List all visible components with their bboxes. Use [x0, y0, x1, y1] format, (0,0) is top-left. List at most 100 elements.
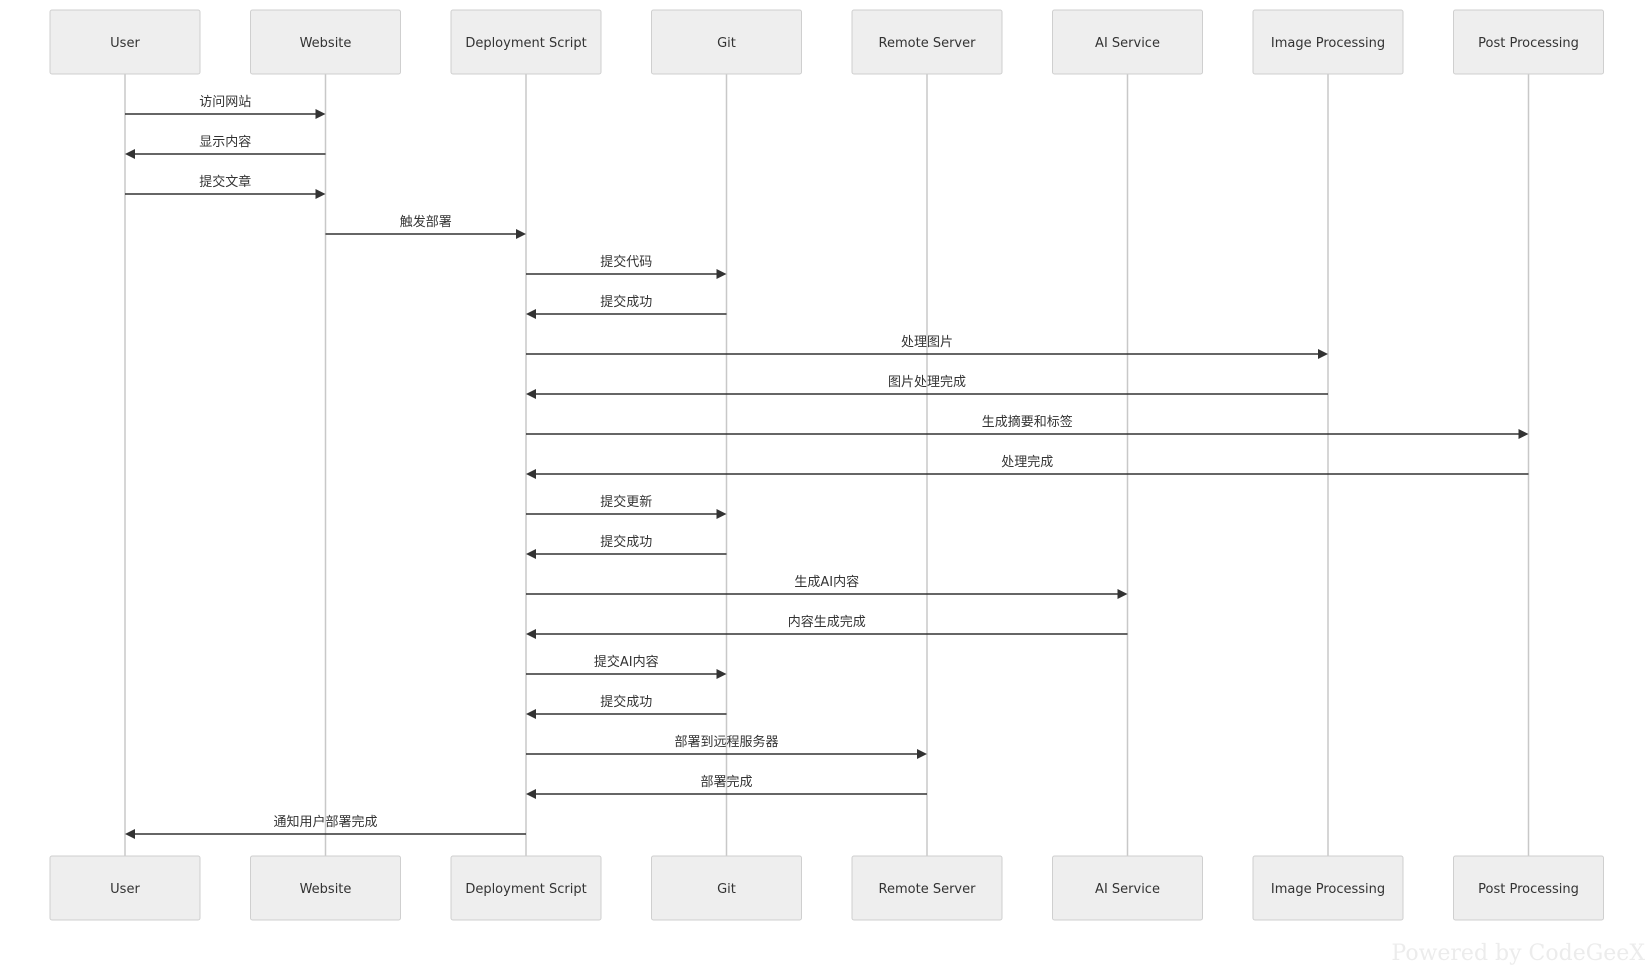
actor-box: [851, 9, 1003, 75]
arrowhead: [526, 709, 536, 719]
message-label: 显示内容: [199, 134, 251, 150]
actor-website-top: Website: [250, 9, 401, 75]
actor-ai-top: AI Service: [1052, 9, 1203, 75]
arrowhead: [1117, 589, 1128, 599]
message-5: 提交代码: [526, 254, 727, 279]
watermark: Powered by CodeGeeX: [1391, 941, 1645, 966]
arrowhead: [125, 149, 135, 159]
message-14: 内容生成完成: [526, 614, 1128, 639]
actor-box: [1453, 9, 1604, 75]
actor-label: Post Processing: [1478, 882, 1579, 897]
message-6: 提交成功: [526, 294, 727, 319]
actor-label: Git: [717, 36, 736, 51]
actor-label: Remote Server: [879, 36, 977, 51]
message-17: 部署到远程服务器: [526, 734, 927, 759]
actor-box: [1453, 855, 1604, 921]
actor-box: [49, 855, 201, 921]
actor-ai-bottom: AI Service: [1052, 855, 1203, 921]
actor-label: Deployment Script: [465, 36, 586, 51]
actor-label: User: [110, 882, 140, 897]
message-label: 部署到远程服务器: [674, 734, 778, 750]
actor-box: [450, 9, 602, 75]
actor-label: Remote Server: [879, 882, 977, 897]
message-16: 提交成功: [526, 694, 727, 719]
arrowhead: [315, 189, 326, 199]
actors-bottom: User Website Deployment Script Git Remote Se…: [49, 855, 1604, 921]
actor-box: [450, 855, 602, 921]
message-label: 提交更新: [600, 494, 652, 510]
actor-label: Website: [300, 882, 352, 897]
actor-website-bottom: Website: [250, 855, 401, 921]
actor-label: Deployment Script: [465, 882, 586, 897]
actor-remote-bottom: Remote Server: [851, 855, 1003, 921]
message-label: 生成AI内容: [794, 574, 859, 590]
actor-deploy-bottom: Deployment Script: [450, 855, 602, 921]
message-label: 提交成功: [600, 694, 652, 710]
messages: 访问网站显示内容提交文章触发部署提交代码提交成功处理图片图片处理完成生成摘要和标…: [125, 95, 1529, 839]
message-label: 触发部署: [400, 214, 452, 230]
arrowhead: [917, 749, 927, 759]
message-label: 生成摘要和标签: [982, 414, 1073, 430]
message-15: 提交AI内容: [526, 654, 727, 679]
arrowhead: [526, 549, 536, 559]
message-12: 提交成功: [526, 534, 727, 559]
message-2: 显示内容: [125, 134, 326, 159]
actor-box: [250, 855, 401, 921]
arrowhead: [716, 269, 727, 279]
message-label: 部署完成: [700, 775, 752, 790]
actor-box: [651, 9, 802, 75]
actor-label: Website: [300, 36, 352, 51]
actor-deploy-top: Deployment Script: [450, 9, 602, 75]
message-18: 部署完成: [526, 775, 927, 799]
arrowhead: [526, 469, 536, 479]
arrowhead: [315, 109, 326, 119]
actor-box: [250, 9, 401, 75]
arrowhead: [526, 789, 536, 799]
arrowhead: [125, 829, 135, 839]
actor-label: User: [110, 36, 140, 51]
lifelines: [124, 74, 1530, 856]
actor-user-top: User: [49, 9, 201, 75]
arrowhead: [526, 389, 536, 399]
arrowhead: [526, 629, 536, 639]
arrowhead: [1518, 429, 1529, 439]
message-7: 处理图片: [526, 335, 1328, 359]
actor-label: Git: [717, 882, 736, 897]
actor-box: [851, 855, 1003, 921]
arrowhead: [516, 229, 526, 239]
message-label: 内容生成完成: [788, 614, 866, 630]
actor-label: Image Processing: [1271, 882, 1385, 897]
message-13: 生成AI内容: [526, 574, 1128, 599]
actor-remote-top: Remote Server: [851, 9, 1003, 75]
arrowhead: [716, 509, 727, 519]
message-label: 访问网站: [199, 95, 251, 110]
message-19: 通知用户部署完成: [125, 814, 526, 839]
actor-label: Image Processing: [1271, 36, 1385, 51]
actor-git-bottom: Git: [651, 855, 802, 921]
message-3: 提交文章: [125, 174, 326, 199]
actor-box: [651, 855, 802, 921]
message-10: 处理完成: [526, 455, 1529, 479]
arrowhead: [526, 309, 536, 319]
arrowhead: [1318, 349, 1328, 359]
message-label: 处理图片: [901, 335, 953, 350]
message-label: 提交成功: [600, 534, 652, 550]
message-11: 提交更新: [526, 494, 727, 519]
actor-label: AI Service: [1095, 882, 1160, 897]
actor-label: Post Processing: [1478, 36, 1579, 51]
message-label: 提交AI内容: [594, 654, 659, 670]
message-9: 生成摘要和标签: [526, 414, 1529, 439]
actor-box: [1252, 855, 1404, 921]
message-label: 提交代码: [600, 254, 652, 270]
actors-top: User Website Deployment Script Git Remote Se…: [49, 9, 1604, 75]
message-label: 通知用户部署完成: [273, 814, 377, 830]
actor-box: [1252, 9, 1404, 75]
actor-img-top: Image Processing: [1252, 9, 1404, 75]
message-4: 触发部署: [325, 214, 526, 239]
message-label: 提交文章: [199, 174, 251, 190]
actor-user-bottom: User: [49, 855, 201, 921]
message-8: 图片处理完成: [526, 375, 1328, 399]
actor-box: [49, 9, 201, 75]
message-label: 图片处理完成: [888, 375, 966, 390]
